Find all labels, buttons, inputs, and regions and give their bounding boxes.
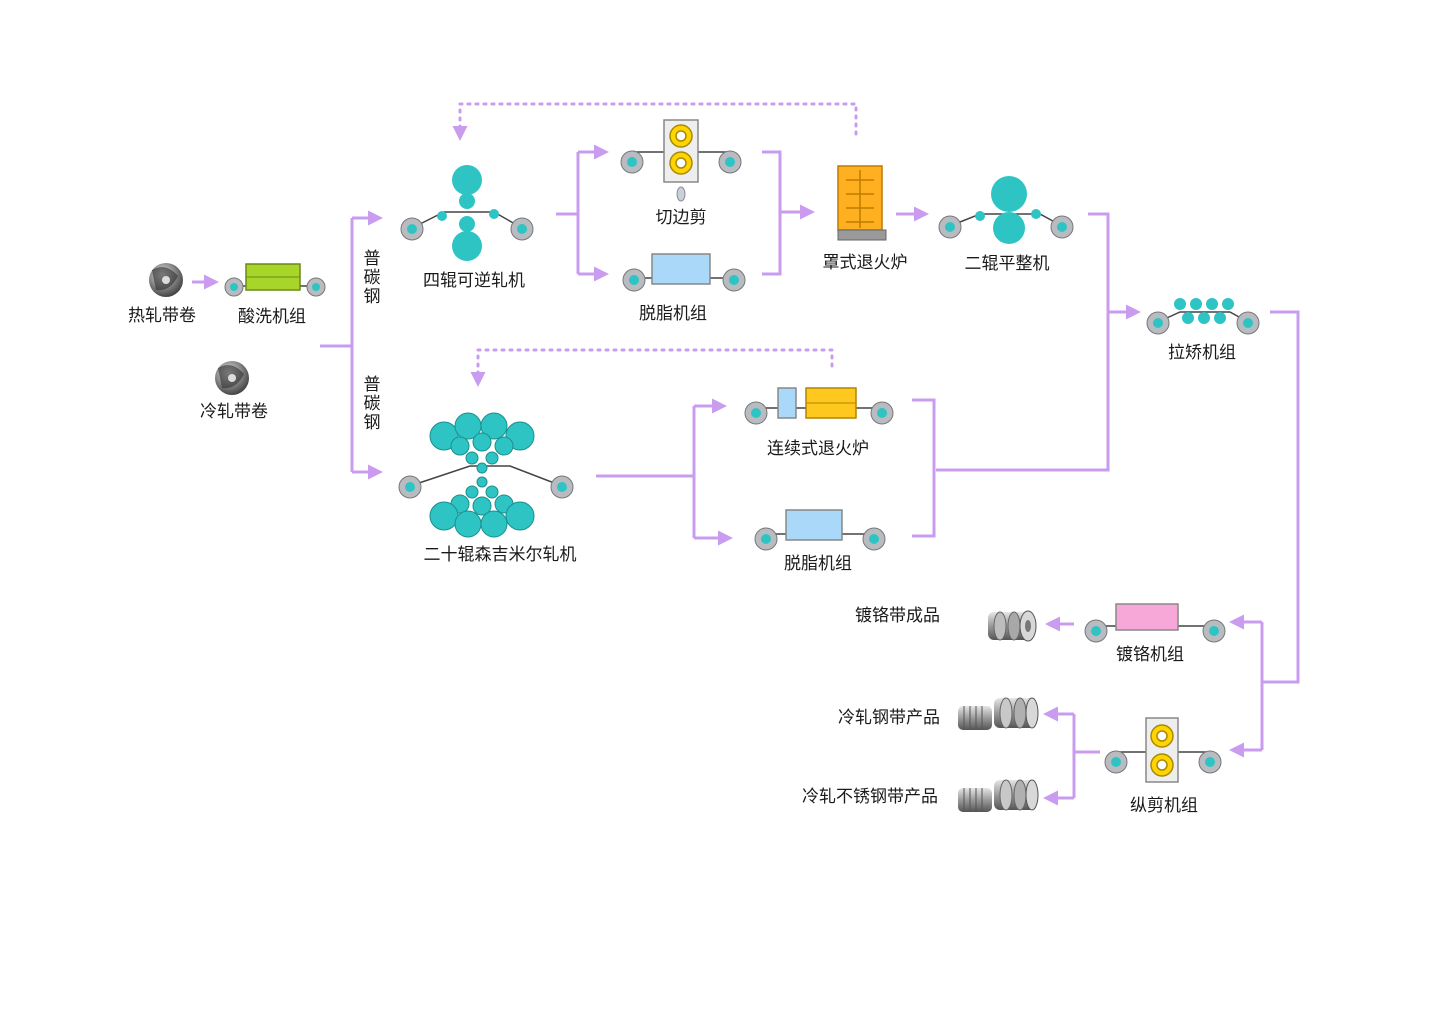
continuous-annealing-label: 连续式退火炉 — [767, 439, 869, 459]
merge-upper — [762, 150, 782, 276]
cold-coil-label: 冷轧带卷 — [200, 402, 268, 422]
pickling-line-label: 酸洗机组 — [238, 307, 306, 327]
pickling-line-unit — [224, 263, 326, 297]
cold-steel-product-label: 冷轧钢带产品 — [838, 708, 940, 728]
degreasing-lower-unit — [754, 509, 886, 551]
continuous-annealing-unit — [744, 387, 894, 425]
stainless-product-icon — [958, 779, 1039, 812]
degreasing-upper-label: 脱脂机组 — [639, 304, 707, 324]
leveler-to-finishing — [1262, 310, 1300, 684]
edge-trimming-unit — [620, 119, 742, 202]
hot-coil-icon — [149, 263, 183, 297]
chrome-line-label: 镀铬机组 — [1116, 645, 1184, 665]
cold-steel-product-icon — [958, 697, 1039, 730]
stainless-product-label: 冷轧不锈钢带产品 — [802, 787, 938, 807]
chrome-product-label: 镀铬带成品 — [855, 606, 940, 626]
return-loop-lower — [470, 348, 834, 387]
degreasing-upper-unit — [622, 253, 746, 292]
merge-lower — [912, 398, 936, 538]
tension-leveler-unit — [1146, 298, 1260, 335]
slitting-line-label: 纵剪机组 — [1130, 796, 1198, 816]
upper-to-collector — [936, 212, 1110, 472]
four-high-mill-unit — [400, 165, 534, 261]
skin-pass-unit — [938, 176, 1074, 244]
chrome-product-icon — [988, 610, 1037, 642]
plain-carbon-upper-label: 普碳钢 — [363, 249, 381, 307]
flow-arrows — [192, 144, 1300, 806]
bell-annealing-label: 罩式退火炉 — [822, 253, 908, 273]
four-high-mill-label: 四辊可逆轧机 — [423, 271, 525, 291]
sendzimir-mill-unit — [398, 412, 574, 538]
chrome-plating-unit — [1084, 603, 1226, 643]
hot-coil-label: 热轧带卷 — [128, 306, 196, 326]
degreasing-lower-label: 脱脂机组 — [784, 554, 852, 574]
return-loops — [452, 102, 858, 387]
sendzimir-mill-label: 二十辊森吉米尔轧机 — [423, 545, 577, 565]
cold-coil-icon — [215, 361, 249, 395]
tension-leveler-label: 拉矫机组 — [1168, 343, 1236, 363]
edge-trimming-label: 切边剪 — [655, 208, 707, 228]
skin-pass-label: 二辊平整机 — [964, 254, 1050, 274]
plain-carbon-lower-label: 普碳钢 — [363, 375, 381, 433]
annealing-furnace-icon — [837, 165, 887, 241]
slitting-unit — [1104, 717, 1222, 783]
return-loop-upper — [452, 102, 858, 141]
